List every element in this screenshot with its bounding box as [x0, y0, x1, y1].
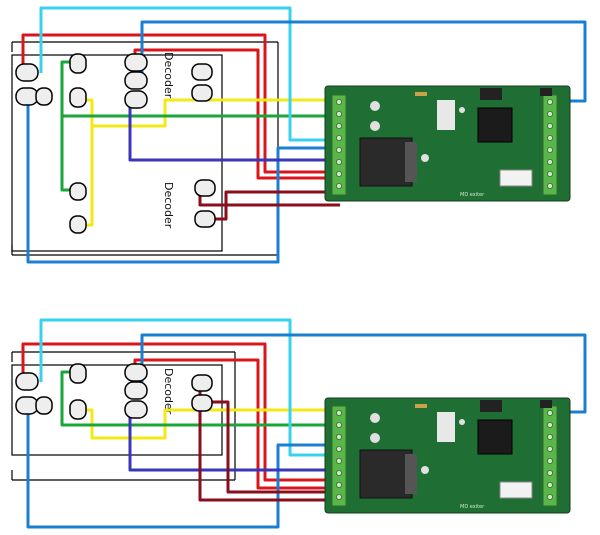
- logo-icon: [437, 412, 455, 442]
- wire-cyan: [39, 6, 340, 142]
- decoder-label: Decoder: [162, 368, 175, 415]
- pad: [124, 90, 148, 109]
- wire-maroon: [210, 190, 340, 221]
- decoder-pads: [15, 363, 213, 420]
- decoder-board-outline: [11, 41, 279, 256]
- decoder-label: Decoder: [162, 182, 175, 229]
- pad: [124, 71, 148, 90]
- relay-icon: [359, 137, 413, 187]
- module-marking: MD exiter: [460, 192, 485, 198]
- pcb-module: MD exiter: [324, 397, 571, 514]
- resistor-icon: [415, 92, 427, 96]
- wire-maroon: [210, 400, 340, 494]
- screw-terminal-left: [331, 94, 347, 196]
- wire-blue: [140, 333, 587, 414]
- pad: [69, 87, 87, 108]
- pad: [69, 53, 87, 74]
- screw-terminal-right: [542, 405, 558, 507]
- wiring-panel-top: Decoder Decoder: [11, 6, 587, 264]
- terminal-screws: [335, 99, 554, 189]
- decoder-label: Decoder: [162, 52, 175, 99]
- pad: [35, 87, 53, 106]
- pad: [69, 182, 87, 201]
- chip-icon: [477, 107, 513, 143]
- wiring-panel-bottom: Decoder: [11, 318, 587, 529]
- pad: [15, 396, 39, 415]
- capacitor-icon: [370, 413, 465, 474]
- pad: [69, 363, 87, 384]
- pad: [194, 210, 216, 228]
- pad: [191, 84, 213, 102]
- pad: [15, 63, 39, 82]
- wire-blue: [26, 98, 340, 264]
- wire-red: [21, 342, 340, 482]
- wire-purple: [128, 98, 340, 162]
- screw-terminal-left: [331, 405, 347, 507]
- pad: [124, 53, 148, 72]
- pad: [194, 179, 216, 197]
- chip-icon: [477, 419, 513, 455]
- wire-red: [21, 33, 340, 174]
- wire-blue: [140, 20, 587, 103]
- pad: [69, 399, 87, 420]
- wire-yellow: [78, 98, 94, 227]
- decoder-pads: [15, 53, 216, 234]
- resistor-icon: [415, 404, 427, 408]
- pad: [15, 87, 39, 106]
- pad: [69, 215, 87, 234]
- dip-switch-icon: [499, 169, 533, 187]
- pad: [191, 63, 213, 81]
- pad: [35, 396, 53, 415]
- screw-terminal-right: [542, 94, 558, 196]
- terminal-screws: [335, 409, 554, 500]
- pad: [124, 381, 148, 400]
- pad: [191, 394, 213, 412]
- pad: [124, 400, 148, 419]
- module-marking: MD exiter: [460, 504, 485, 510]
- wire-green: [60, 60, 75, 192]
- pcb-module: MD exiter: [324, 85, 571, 202]
- pad: [124, 363, 148, 382]
- logo-icon: [437, 100, 455, 130]
- pad: [191, 374, 213, 392]
- pad: [15, 372, 39, 391]
- dip-switch-icon: [499, 481, 533, 499]
- relay-icon: [359, 449, 413, 499]
- capacitor-icon: [370, 101, 465, 162]
- wire-cyan: [39, 318, 340, 457]
- decoder-board-outline: [11, 351, 236, 481]
